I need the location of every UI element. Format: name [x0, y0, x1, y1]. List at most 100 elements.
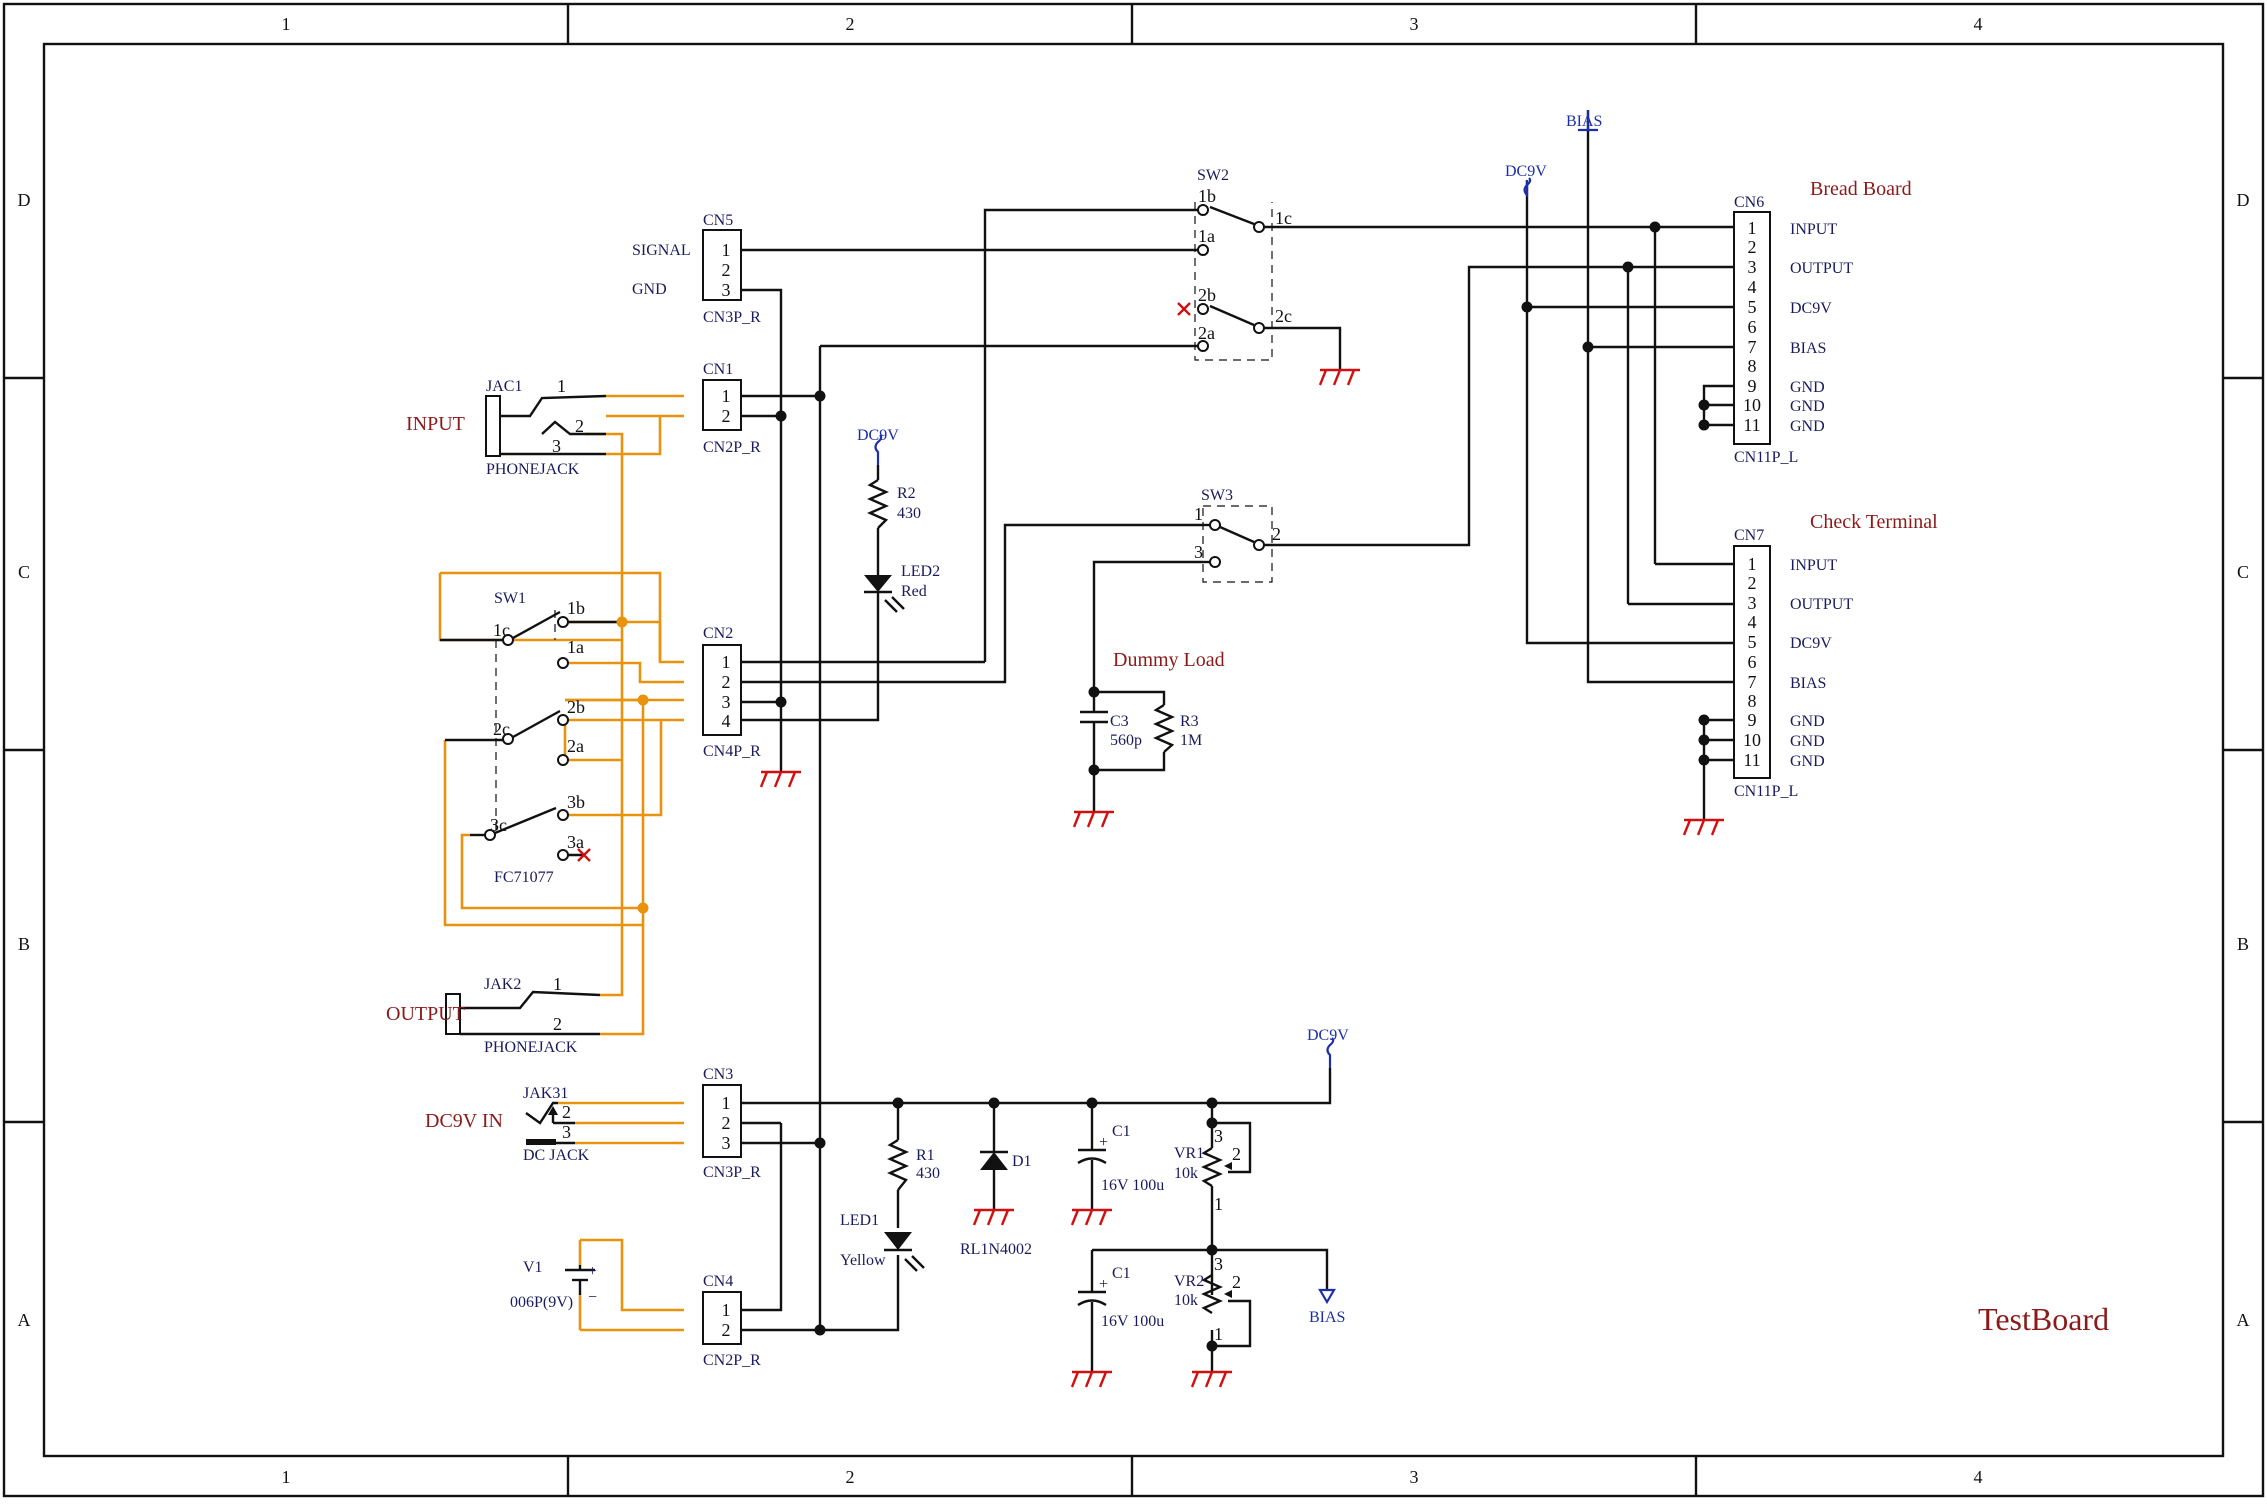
r3-ref: R3: [1180, 713, 1199, 730]
cn6-pin-10: 10: [1743, 395, 1761, 415]
battery-v1: + − V1 006P(9V): [510, 1259, 597, 1311]
cn6-part: CN11P_L: [1734, 449, 1798, 466]
cn4-part: CN2P_R: [703, 1352, 761, 1369]
cn7-signal-output: OUTPUT: [1790, 596, 1853, 613]
cn3-pin-1: 1: [722, 1093, 731, 1113]
cn6-signal-bias: BIAS: [1790, 340, 1826, 357]
cn6-pin-5: 5: [1748, 297, 1757, 317]
jac1-pin-2: 2: [575, 416, 584, 436]
row-label-c: C: [18, 562, 30, 582]
connector-cn1: 1 2 CN1 CN2P_R: [702, 361, 761, 456]
jak2-part: PHONEJACK: [484, 1039, 578, 1056]
vr2-pin-3: 3: [1214, 1254, 1223, 1274]
cn3-part: CN3P_R: [703, 1164, 761, 1181]
cn4-pin-1: 1: [722, 1300, 731, 1320]
sw1-ref: SW1: [494, 590, 526, 607]
cn5-part: CN3P_R: [703, 309, 761, 326]
cn6-pin-4: 4: [1748, 277, 1757, 297]
cn5-pin-2: 2: [722, 260, 731, 280]
bias-label-bottom: BIAS: [1309, 1309, 1345, 1326]
jak31-pin-3: 3: [562, 1122, 571, 1142]
cn6-signal-dc9v: DC9V: [1790, 300, 1832, 317]
cn2-pin-3: 3: [722, 692, 731, 712]
c1b-ref: C1: [1112, 1265, 1131, 1282]
cn1-pin-2: 2: [722, 406, 731, 426]
cn7-part: CN11P_L: [1734, 783, 1798, 800]
row-label-d-right: D: [2237, 190, 2250, 210]
cn7-ref: CN7: [1734, 527, 1764, 544]
cn1-pin-1: 1: [722, 386, 731, 406]
resistor-r1: R1 430: [887, 1138, 940, 1191]
row-label-a-right: A: [2237, 1310, 2250, 1330]
ground-symbols: [759, 368, 1724, 1388]
jac1-ref: JAC1: [486, 378, 522, 395]
jack-jak31: JAK31 DC JACK 2 3: [523, 1085, 590, 1164]
switch-sw2: SW2 1b 1a 1c 2b 2a 2c: [1177, 167, 1292, 361]
cn2-pin-4: 4: [722, 711, 731, 731]
sw1-pin-1b: 1b: [567, 598, 585, 618]
cn7-pin-7: 7: [1748, 672, 1757, 692]
r3-value: 1M: [1180, 732, 1202, 749]
cn7-signal-gnd-11: GND: [1790, 753, 1825, 770]
sw1-pin-2b: 2b: [567, 697, 585, 717]
jack-jac1: JAC1 PHONEJACK 1 2 3: [485, 376, 607, 478]
led2-ref: LED2: [901, 563, 940, 580]
r1-value: 430: [916, 1165, 940, 1182]
c1a-ref: C1: [1112, 1123, 1131, 1140]
cn5-pin-1: 1: [722, 240, 731, 260]
resistor-r2: R2 430: [867, 478, 921, 529]
vr1-pin-1: 1: [1214, 1194, 1223, 1214]
connector-cn5: 1 2 3 CN5 CN3P_R SIGNAL GND: [632, 212, 761, 326]
orange-wires: [438, 394, 684, 1332]
potentiometer-vr2: VR2 10k 3 2 1: [1174, 1254, 1241, 1344]
v1-minus: −: [588, 1289, 597, 1306]
jak31-ref: JAK31: [523, 1085, 568, 1102]
led2-value: Red: [901, 583, 927, 600]
c3-value: 560p: [1110, 732, 1142, 749]
ground-symbol-cn7: [1682, 818, 1724, 836]
col-label-1: 1: [282, 14, 291, 34]
led-led2: LED2 Red: [864, 563, 940, 613]
cn6-pin-1: 1: [1748, 218, 1757, 238]
cn6-pin-6: 6: [1748, 317, 1757, 337]
cn7-signal-dc9v: DC9V: [1790, 635, 1832, 652]
sw1-pin-1c: 1c: [493, 620, 510, 640]
row-label-d: D: [18, 190, 31, 210]
vr2-pin-1: 1: [1214, 1324, 1223, 1344]
bias-label-top: BIAS: [1566, 113, 1602, 130]
d1-value: RL1N4002: [960, 1241, 1032, 1258]
cn6-signal-output: OUTPUT: [1790, 260, 1853, 277]
sw2-pin-2b: 2b: [1198, 285, 1216, 305]
cn7-pin-9: 9: [1748, 710, 1757, 730]
row-label-b-right: B: [2237, 934, 2249, 954]
jak2-ref: JAK2: [484, 976, 521, 993]
col-label-2-bottom: 2: [846, 1467, 855, 1487]
section-output-label: OUTPUT: [386, 1003, 465, 1025]
jak2-pin-1: 1: [553, 974, 562, 994]
section-dummy-load-label: Dummy Load: [1113, 649, 1225, 671]
cn5-signal-label: SIGNAL: [632, 242, 691, 259]
resistor-r3: R3 1M: [1153, 703, 1202, 753]
sw3-pin-3: 3: [1194, 542, 1203, 562]
sw2-pin-1b: 1b: [1198, 186, 1216, 206]
connector-cn4: 1 2 CN4 CN2P_R: [702, 1273, 761, 1369]
cn7-pin-3: 3: [1748, 593, 1757, 613]
vr1-pin-2: 2: [1232, 1144, 1241, 1164]
vr1-value: 10k: [1174, 1165, 1198, 1182]
sw1-pin-1a: 1a: [567, 637, 584, 657]
r2-ref: R2: [897, 485, 916, 502]
sw1-pin-2a: 2a: [567, 736, 584, 756]
row-label-c-right: C: [2237, 562, 2249, 582]
frame-row-labels: D C B A D C B A: [18, 190, 2250, 1330]
vr1-pin-3: 3: [1214, 1126, 1223, 1146]
sheet-title: TestBoard: [1978, 1301, 2109, 1337]
col-label-2: 2: [846, 14, 855, 34]
sw2-pin-1a: 1a: [1198, 226, 1215, 246]
ground-symbol-sw2: [1318, 368, 1360, 386]
capacitor-c1-bottom: + C1 16V 100u: [1077, 1265, 1164, 1330]
col-label-4: 4: [1974, 14, 1983, 34]
cn6-pin-2: 2: [1748, 237, 1757, 257]
cn6-pin-7: 7: [1748, 337, 1757, 357]
